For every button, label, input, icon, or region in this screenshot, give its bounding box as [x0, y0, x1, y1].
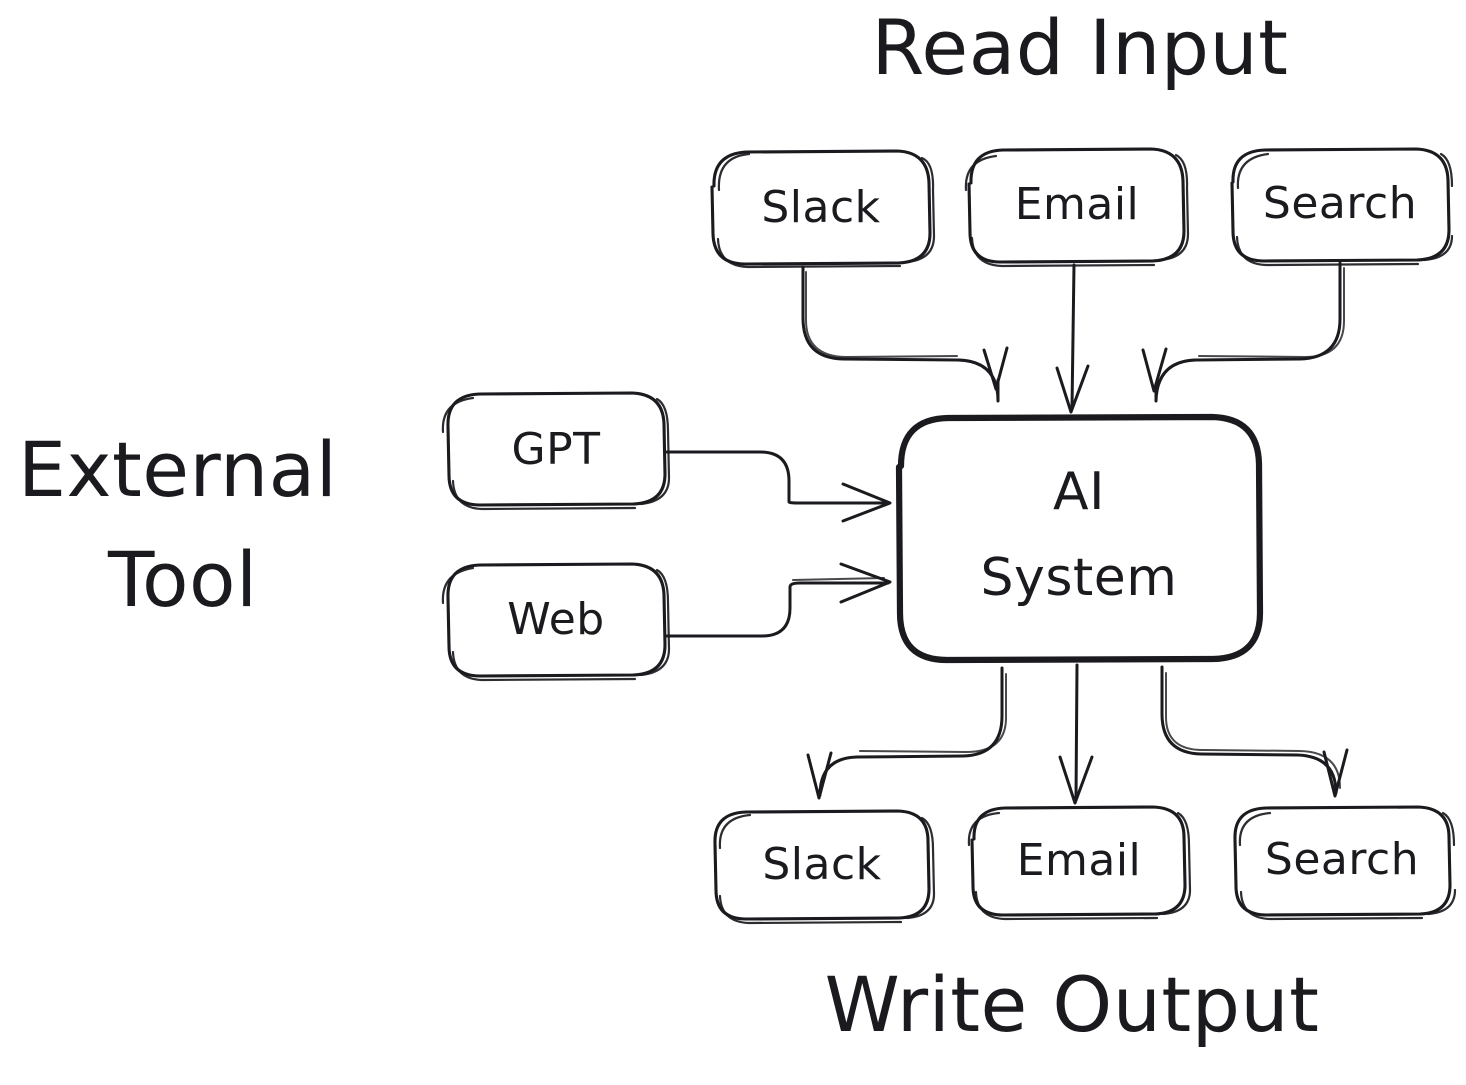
node-box-ai-system[interactable] [895, 413, 1264, 664]
node-label-ai-system-line1: AI [1053, 461, 1105, 522]
connector-gpt-to-ai [665, 450, 892, 523]
node-label-slack-input: Slack [761, 182, 881, 233]
node-label-gpt: GPT [511, 424, 601, 475]
group-label-write-output: Write Output [824, 960, 1320, 1049]
node-box-search-output[interactable] [1233, 805, 1457, 921]
group-label-external-tool-line1: External [18, 425, 338, 514]
node-box-email-output[interactable] [967, 805, 1192, 921]
node-box-slack-input[interactable] [710, 149, 936, 269]
connector-search-input-to-ai [1141, 261, 1345, 403]
connector-ai-to-search-output [1160, 665, 1349, 798]
node-label-email-output: Email [1016, 835, 1142, 886]
node-box-email-input[interactable] [964, 147, 1190, 268]
group-label-external-tool-line2: Tool [108, 535, 258, 624]
connector-email-input-to-ai [1055, 263, 1090, 414]
node-label-search-input: Search [1262, 178, 1418, 229]
node-label-search-output: Search [1264, 834, 1420, 885]
node-label-ai-system-line2: System [980, 547, 1178, 608]
node-label-web: Web [507, 594, 605, 645]
connector-ai-to-email-output [1058, 663, 1094, 805]
node-box-slack-output[interactable] [713, 809, 936, 925]
node-label-email-input: Email [1014, 179, 1140, 230]
node-box-gpt[interactable] [441, 391, 671, 511]
node-box-search-input[interactable] [1230, 147, 1454, 267]
connector-slack-input-to-ai [801, 265, 1009, 403]
connector-ai-to-slack-output [806, 666, 1007, 800]
node-label-slack-output: Slack [762, 839, 882, 890]
node-box-web[interactable] [441, 562, 671, 682]
group-label-read-input: Read Input [871, 3, 1289, 92]
connector-web-to-ai [665, 562, 892, 638]
